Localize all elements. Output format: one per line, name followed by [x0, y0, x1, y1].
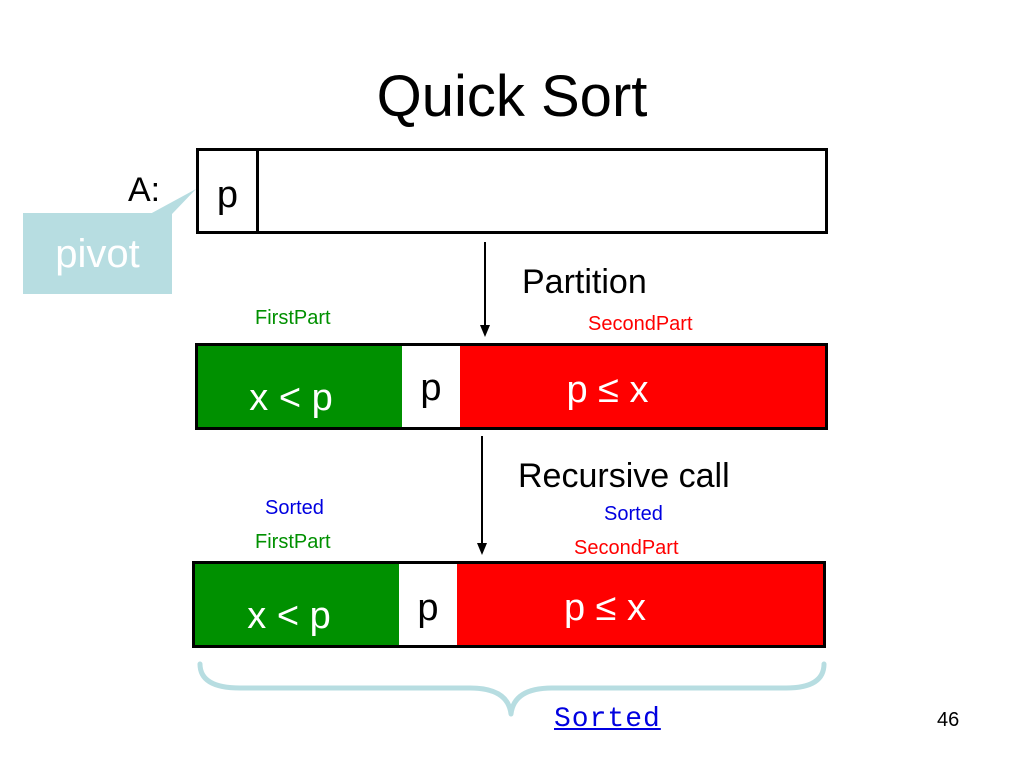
partitioned-first-part: x < p [198, 346, 402, 427]
pivot-callout-text: pivot [55, 232, 140, 276]
pivot-callout: pivot [23, 213, 172, 294]
sorted-second-part: p ≤ x [457, 564, 823, 645]
array-row-sorted: x < p p p ≤ x [192, 561, 826, 648]
partitioned-pivot-cell: p [402, 346, 460, 427]
sorted-second-label-line2: SecondPart [574, 537, 679, 559]
second-part-label: SecondPart [588, 313, 693, 335]
recursive-arrow-head [477, 543, 487, 555]
array-label: A: [128, 171, 161, 209]
sorted-first-label-line1: Sorted [265, 497, 324, 519]
slide-number: 46 [937, 709, 960, 731]
sorted-second-text: p ≤ x [563, 587, 647, 629]
partitioned-second-text: p ≤ x [566, 369, 649, 411]
sorted-bottom-label: Sorted [554, 704, 661, 735]
array-row-partitioned: x < p p p ≤ x [195, 343, 828, 430]
slide-title: Quick Sort [376, 64, 648, 129]
recursive-call-label: Recursive call [518, 457, 730, 495]
initial-pivot-cell: p [199, 151, 259, 231]
partition-label: Partition [522, 263, 647, 301]
first-part-label: FirstPart [255, 307, 331, 329]
sorted-second-label-line1: Sorted [604, 503, 663, 525]
initial-pivot-text: p [216, 174, 239, 216]
partitioned-second-part: p ≤ x [460, 346, 825, 427]
sorted-pivot-text: p [417, 587, 439, 629]
partition-arrow-head [480, 325, 490, 337]
sorted-first-text: x < p [247, 595, 331, 637]
partitioned-first-text: x < p [249, 377, 333, 419]
sorted-first-label-line2: FirstPart [255, 531, 331, 553]
sorted-pivot-cell: p [399, 564, 457, 645]
sorted-first-part: x < p [195, 564, 399, 645]
initial-rest-cell [259, 151, 825, 231]
partitioned-pivot-text: p [420, 367, 442, 409]
array-row-initial: p [196, 148, 828, 234]
